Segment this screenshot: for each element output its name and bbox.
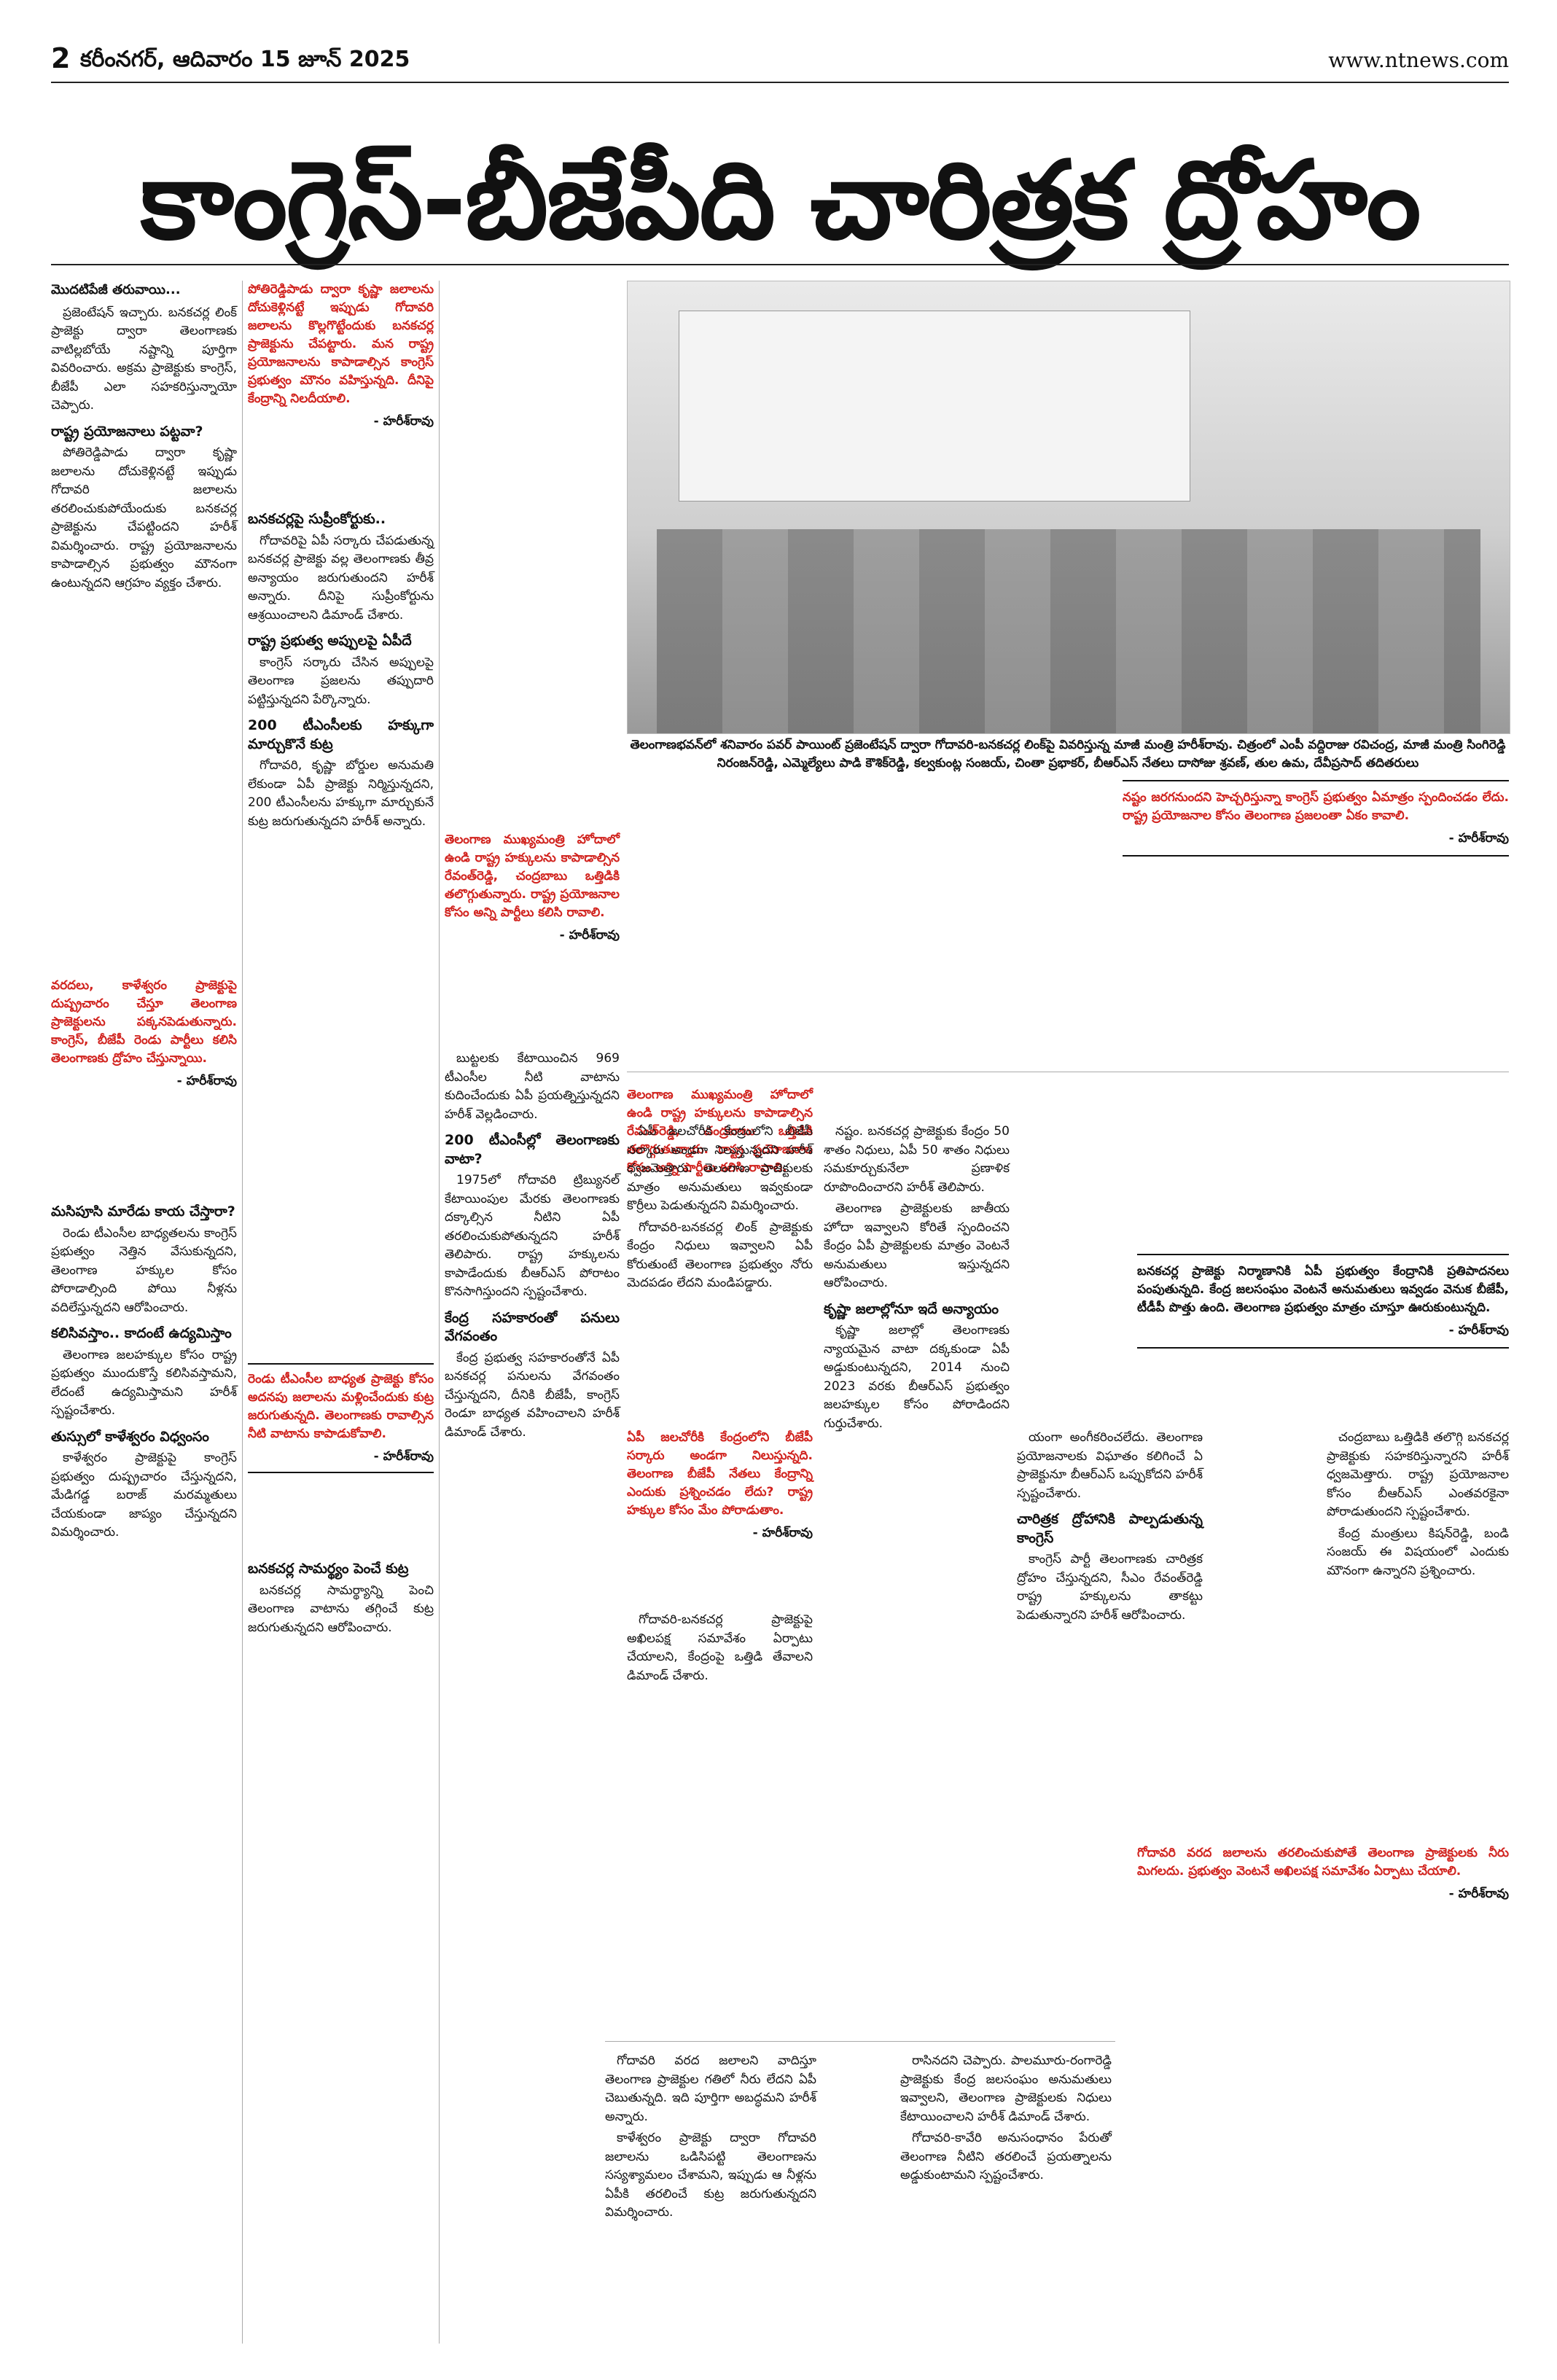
paragraph: గోదావరి-బనకచర్ల ప్రాజెక్టుపై అఖిలపక్ష సమ… (627, 1612, 813, 1683)
subheading: కలిసివస్తాం.. కాదంటే ఉద్యమిస్తాం (51, 1325, 232, 1341)
subheading: కేంద్ర సహకారంతో పనులు వేగవంతం (445, 1309, 620, 1345)
column-3: బుట్టలకు కేటాయించిన 969 టీఎంసీల నీటి వాట… (445, 1050, 620, 1445)
site-url: www.ntnews.com (1328, 48, 1509, 72)
pull-quote-1: పోతిరెడ్డిపాడు ద్వారా కృష్ణా జలాలను దోచు… (248, 281, 434, 431)
paragraph: బుట్టలకు కేటాయించిన 969 టీఎంసీల నీటి వాట… (445, 1051, 620, 1122)
column-1: మొదటిపేజీ తరువాయి... ప్రజెంటేషన్ ఇచ్చారు… (51, 281, 237, 596)
highlight-text: నష్టం జరగనుందని హెచ్చరిస్తున్నా కాంగ్రెస… (1123, 790, 1509, 823)
column-rule (242, 281, 243, 2344)
paragraph: కాంగ్రెస్ సర్కారు చేసిన అప్పులపై తెలంగాణ… (248, 655, 434, 707)
highlight-text: బనకచర్ల ప్రాజెక్టు నిర్మాణానికి ఏపీ ప్రభ… (1137, 1264, 1509, 1315)
pull-quote-5-top: తెలంగాణ ముఖ్యమంత్రి హోదాలో ఉండి రాష్ట్ర … (627, 1086, 813, 1177)
highlight-box-2: బనకచర్ల ప్రాజెక్టు నిర్మాణానికి ఏపీ ప్రభ… (1137, 1254, 1509, 1349)
pull-quote-6: గోదావరి వరద జలాలను తరలించుకుపోతే తెలంగాణ… (1137, 1844, 1509, 1903)
subheading: 200 టీఎంసీల్లో తెలంగాణకు వాటా? (445, 1132, 620, 1167)
column-6: యంగా అంగీకరించలేదు. తెలంగాణ ప్రయోజనాలకు … (1017, 1429, 1203, 1628)
subheading: రాష్ట్ర ప్రయోజనాలు పట్టవా? (51, 423, 203, 440)
paragraph: ప్రజెంటేషన్ ఇచ్చారు. బనకచర్ల లింక్ ప్రాజ… (51, 305, 237, 413)
subheading: కృష్ణా జలాల్లోనూ ఇదే అన్యాయం (824, 1300, 999, 1317)
paragraph: కేంద్ర మంత్రులు కిషన్‌రెడ్డి, బండి సంజయ్… (1327, 1526, 1509, 1578)
highlight-box-1: నష్టం జరగనుందని హెచ్చరిస్తున్నా కాంగ్రెస… (1123, 780, 1509, 857)
page-number: 2 (51, 42, 71, 74)
paragraph: రెండు టీఎంసీల బాధ్యతలను కాంగ్రెస్ ప్రభుత… (51, 1225, 237, 1315)
highlight-byline: - హరీశ్‌రావు (1448, 1323, 1509, 1338)
paragraph: తెలంగాణ ప్రాజెక్టులకు జాతీయ హోదా ఇవ్వాలన… (824, 1201, 1010, 1290)
column-2: బనకచర్లపై సుప్రీంకోర్టుకు.. గోదావరిపై ఏప… (248, 503, 434, 834)
paragraph: పోతిరెడ్డిపాడు ద్వారా కృష్ణా జలాలను దోచు… (51, 445, 237, 590)
pull-quote-5: ఏపీ జలచోరీకి కేంద్రంలోని బీజేపీ సర్కారు … (627, 1429, 813, 1542)
column-rule (439, 281, 440, 2344)
pull-quote-text: పోతిరెడ్డిపాడు ద్వారా కృష్ణా జలాలను దోచు… (248, 282, 434, 406)
press-conference-photo (627, 281, 1510, 734)
paragraph: 1975లో గోదావరి ట్రిబ్యునల్ కేటాయింపుల మే… (445, 1173, 620, 1299)
pull-quote-text: ఏపీ జలచోరీకి కేంద్రంలోని బీజేపీ సర్కారు … (627, 1430, 813, 1518)
paragraph: రాసినదని చెప్పారు. పాలమూరు-రంగారెడ్డి ప్… (900, 2053, 1112, 2124)
pull-quote-text: తెలంగాణ ముఖ్యమంత్రి హోదాలో ఉండి రాష్ట్ర … (445, 832, 620, 920)
subheading: చారిత్రక ద్రోహానికి పాల్పడుతున్న కాంగ్రె… (1017, 1511, 1203, 1546)
highlight-byline: - హరీశ్‌రావు (1448, 831, 1509, 846)
masthead-rule (51, 82, 1509, 83)
subheading: రాష్ట్ర ప్రభుత్వ అప్పులపై ఏపీదే (248, 633, 412, 649)
pull-quote-3: తెలంగాణ ముఖ్యమంత్రి హోదాలో ఉండి రాష్ట్ర … (445, 831, 620, 945)
paragraph: కాళేశ్వరం ప్రాజెక్టు ద్వారా గోదావరి జలాల… (605, 2131, 816, 2220)
photo-caption: తెలంగాణభవన్‌లో శనివారం పవర్ పాయింట్ ప్రజ… (630, 738, 1506, 770)
pull-quote-text: గోదావరి వరద జలాలను తరలించుకుపోతే తెలంగాణ… (1137, 1846, 1509, 1878)
column-1-lower: మసిపూసి మారేడు కాయ చేస్తారా? రెండు టీఎంస… (51, 1195, 237, 1545)
paragraph: గోదావరిపై ఏపీ సర్కారు చేపడుతున్న బనకచర్ల… (248, 533, 434, 623)
paragraph: బనకచర్ల సామర్థ్యాన్ని పెంచి తెలంగాణ వాటా… (248, 1583, 434, 1635)
paragraph: గోదావరి-కావేరి అనుసంధానం పేరుతో తెలంగాణ … (900, 2131, 1112, 2182)
paragraph: నష్టం. బనకచర్ల ప్రాజెక్టుకు కేంద్రం 50 శ… (824, 1124, 1010, 1195)
paragraph: గోదావరి, కృష్ణా బోర్డుల అనుమతి లేకుండా ఏ… (248, 758, 434, 829)
section-rule (605, 2041, 1115, 2042)
continuation-kicker: మొదటిపేజీ తరువాయి... (51, 282, 181, 297)
page-headline: కాంగ్రెస్-బీజేపీది చారిత్రక ద్రోహం (140, 138, 1421, 263)
column-4-lower: గోదావరి-బనకచర్ల ప్రాజెక్టుపై అఖిలపక్ష సమ… (627, 1611, 813, 1688)
column-7: చంద్రబాబు ఒత్తిడికి తలొగ్గి బనకచర్ల ప్రా… (1327, 1429, 1509, 1583)
paragraph: కాంగ్రెస్ పార్టీ తెలంగాణకు చారిత్రక ద్రో… (1017, 1552, 1203, 1623)
paragraph: చంద్రబాబు ఒత్తిడికి తలొగ్గి బనకచర్ల ప్రా… (1327, 1430, 1509, 1519)
presentation-screen (679, 311, 1190, 502)
pull-quote-text: వరదలు, కాళేశ్వరం ప్రాజెక్టుపై దుష్ప్రచార… (51, 978, 237, 1066)
subheading: మసిపూసి మారేడు కాయ చేస్తారా? (51, 1203, 235, 1220)
paragraph: గోదావరి-బనకచర్ల లింక్ ప్రాజెక్టుకు కేంద్… (627, 1220, 813, 1291)
pull-quote-byline: - హరీశ్‌రావు (176, 1074, 237, 1088)
dateline: కరీంనగర్, ఆదివారం 15 జూన్ 2025 (80, 47, 410, 72)
paragraph: గోదావరి వరద జలాలని వాదిస్తూ తెలంగాణ ప్రా… (605, 2053, 816, 2124)
paragraph: కృష్ణా జలాల్లో తెలంగాణకు న్యాయమైన వాటా ద… (824, 1323, 1010, 1431)
pull-quote-byline: - హరీశ్‌రావు (559, 928, 620, 943)
paragraph: కేంద్ర ప్రభుత్వ సహకారంతోనే ఏపీ బనకచర్ల ప… (445, 1350, 620, 1440)
paragraph: తెలంగాణ జలహక్కుల కోసం రాష్ట్ర ప్రభుత్వం … (51, 1347, 237, 1419)
pull-quote-text: తెలంగాణ ముఖ్యమంత్రి హోదాలో ఉండి రాష్ట్ర … (627, 1088, 813, 1175)
subheading: 200 టీఎంసీలకు హక్కుగా మార్చుకొనే కుట్ర (248, 717, 434, 752)
pull-quote-byline: - హరీశ్‌రావు (373, 1449, 434, 1464)
headline-rule (51, 264, 1509, 265)
subheading: బనకచర్లపై సుప్రీంకోర్టుకు.. (248, 511, 386, 527)
column-5: నష్టం. బనకచర్ల ప్రాజెక్టుకు కేంద్రం 50 శ… (824, 1123, 1010, 1436)
masthead: 2 కరీంనగర్, ఆదివారం 15 జూన్ 2025 www.ntn… (51, 42, 1509, 86)
pull-quote-byline: - హరీశ్‌రావు (373, 414, 434, 429)
subheading: బనకచర్ల సామర్థ్యం పెంచే కుట్ర (248, 1561, 409, 1577)
pull-quote-byline: - హరీశ్‌రావు (1448, 1887, 1509, 1901)
column-8: గోదావరి వరద జలాలని వాదిస్తూ తెలంగాణ ప్రా… (605, 2052, 816, 2225)
pull-quote-text: రెండు టీఎంసీల బాధ్యత ప్రాజెక్టు కోసం అదన… (248, 1372, 434, 1441)
paragraph: కాళేశ్వరం ప్రాజెక్టుపై కాంగ్రెస్ ప్రభుత్… (51, 1451, 237, 1540)
paragraph: యంగా అంగీకరించలేదు. తెలంగాణ ప్రయోజనాలకు … (1017, 1430, 1203, 1501)
column-2-lower: బనకచర్ల సామర్థ్యం పెంచే కుట్ర బనకచర్ల సా… (248, 1553, 434, 1640)
column-9: రాసినదని చెప్పారు. పాలమూరు-రంగారెడ్డి ప్… (900, 2052, 1112, 2188)
people-silhouettes (657, 529, 1480, 733)
pull-quote-4: రెండు టీఎంసీల బాధ్యత ప్రాజెక్టు కోసం అదన… (248, 1363, 434, 1473)
paragraph: ఏపీ జలచోరీకి కేంద్రంలోని బీజేపీ సర్కారు … (627, 1124, 813, 1213)
pull-quote-2: వరదలు, కాళేశ్వరం ప్రాజెక్టుపై దుష్ప్రచార… (51, 977, 237, 1090)
subheading: తుస్సులో కాళేశ్వరం విధ్వంసం (51, 1428, 209, 1445)
column-4: ఏపీ జలచోరీకి కేంద్రంలోని బీజేపీ సర్కారు … (627, 1123, 813, 1296)
pull-quote-byline: - హరీశ్‌రావు (752, 1526, 813, 1540)
